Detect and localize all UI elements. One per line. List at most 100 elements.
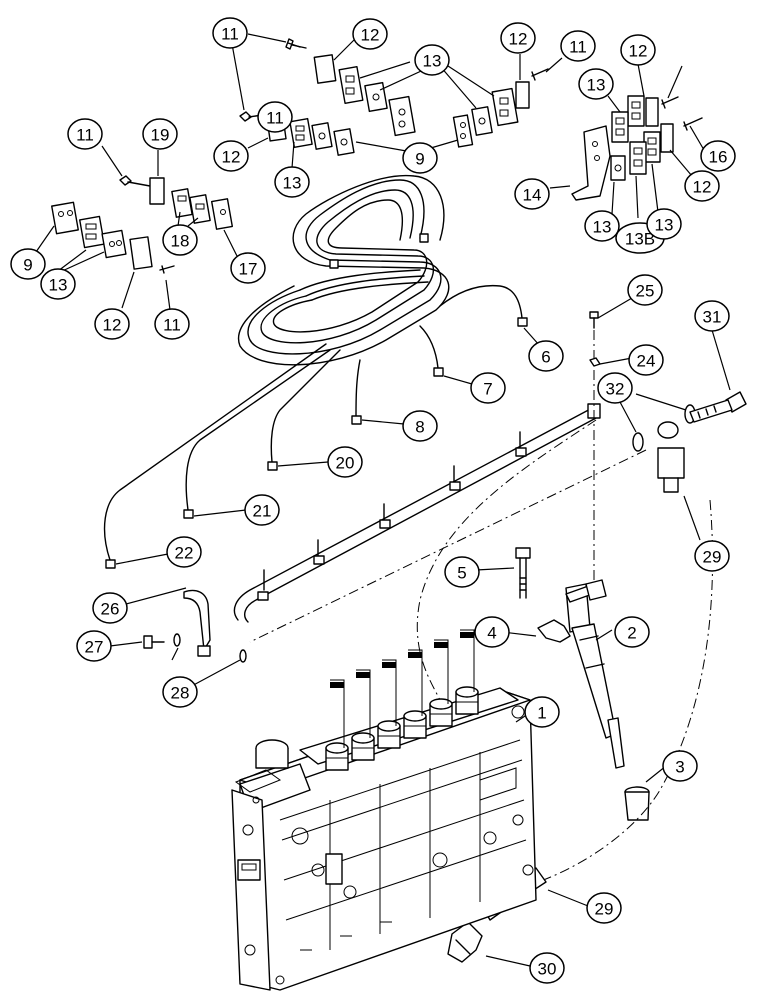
callout-label: 17 <box>239 260 258 279</box>
callout-circle <box>142 118 178 150</box>
washer-part-28-b <box>239 649 247 663</box>
callout-13: 13 <box>414 44 450 76</box>
callout-circle <box>414 44 450 76</box>
callout-label: 9 <box>415 150 424 169</box>
callout-label: 13B <box>625 230 655 249</box>
fuel-return-line-part-26 <box>183 403 601 657</box>
callout-circle <box>244 494 280 526</box>
callout-8: 8 <box>402 410 438 442</box>
callout-circle <box>162 224 198 256</box>
callout-29: 29 <box>586 892 622 924</box>
callout-label: 20 <box>336 454 355 473</box>
callout-circle <box>694 540 730 572</box>
clamp-plate-12-d <box>645 97 659 127</box>
callout-22: 22 <box>166 536 202 568</box>
callout-12: 12 <box>213 140 249 172</box>
bolt-part-11-right <box>531 68 549 81</box>
callout-circle <box>627 274 663 306</box>
clamp-block-13-f <box>311 122 333 150</box>
callout-label: 29 <box>703 548 722 567</box>
callout-circle <box>327 446 363 478</box>
clamp-plate-12-f <box>129 236 153 270</box>
callout-label: 11 <box>569 38 587 57</box>
callout-13: 13 <box>578 68 614 100</box>
callout-circle <box>94 308 130 340</box>
bolt-part-16 <box>683 117 703 131</box>
callout-label: 12 <box>629 42 648 61</box>
callout-label: 12 <box>693 178 712 197</box>
callout-label: 3 <box>675 758 684 777</box>
callout-16: 16 <box>700 140 736 172</box>
banjo-fitting-part-29-top <box>657 421 685 493</box>
callout-circle <box>257 101 293 133</box>
callout-circle <box>584 210 620 242</box>
clamp-block-9-left <box>51 201 79 235</box>
delivery-valve-holders <box>325 629 479 771</box>
nozzle-sleeve-part-3 <box>624 786 650 821</box>
clamp-block-13B <box>629 141 647 175</box>
callout-label: 32 <box>606 380 625 399</box>
clamp-block-13-a <box>338 65 364 105</box>
callout-27: 27 <box>76 630 112 662</box>
callout-label: 16 <box>709 148 728 167</box>
callout-label: 11 <box>76 126 94 145</box>
callout-14: 14 <box>514 178 550 210</box>
clamp-block-13-h <box>611 111 629 143</box>
callout-12: 12 <box>500 22 536 54</box>
callout-9: 9 <box>10 248 46 280</box>
callout-13: 13 <box>274 166 310 198</box>
callout-label: 4 <box>487 624 496 643</box>
callout-circle <box>230 252 266 284</box>
callout-label: 13 <box>49 276 68 295</box>
callout-circle <box>166 536 202 568</box>
callout-18: 18 <box>162 224 198 256</box>
callout-label: 11 <box>266 109 284 128</box>
callout-label: 31 <box>703 308 722 327</box>
callout-circle <box>578 68 614 100</box>
callout-label: 7 <box>483 380 492 399</box>
callout-circle <box>154 308 190 340</box>
callout-label: 25 <box>636 282 655 301</box>
callout-12: 12 <box>352 18 388 50</box>
callout-label: 2 <box>627 624 636 643</box>
banjo-bolt-part-27 <box>143 635 165 649</box>
callout-circle <box>684 170 720 202</box>
callout-circle <box>514 178 550 210</box>
callout-label: 26 <box>101 600 120 619</box>
return-hose-path <box>509 499 714 891</box>
callout-circle <box>560 30 596 62</box>
callout-circle <box>444 556 480 588</box>
callout-label: 13 <box>423 52 442 71</box>
callout-label: 6 <box>541 348 550 367</box>
bolt-part-11-lower-left <box>159 265 175 274</box>
clamp-block-18-b <box>189 194 211 224</box>
callout-1: 1 <box>524 696 560 728</box>
callout-7: 7 <box>470 372 506 404</box>
callout-13: 13 <box>584 210 620 242</box>
callout-circle <box>524 696 560 728</box>
callout-circle <box>212 17 248 49</box>
hold-down-bolt-part-5 <box>515 547 531 599</box>
banjo-bolt-part-31 <box>689 391 747 423</box>
callout-label: 13 <box>587 76 606 95</box>
callout-circle <box>470 372 506 404</box>
callout-label: 8 <box>415 418 424 437</box>
callout-11: 11 <box>212 17 248 49</box>
washer-part-28-a <box>173 633 181 647</box>
clamp-plate-17 <box>210 198 234 230</box>
callout-12: 12 <box>620 34 656 66</box>
washer-part-32-a <box>632 432 644 452</box>
callout-11: 11 <box>154 308 190 340</box>
callout-4: 4 <box>474 616 510 648</box>
callout-label: 28 <box>171 684 190 703</box>
callout-circle <box>700 140 736 172</box>
callout-31: 31 <box>694 300 730 332</box>
callout-13: 13 <box>646 208 682 240</box>
callout-25: 25 <box>627 274 663 306</box>
clamp-block-18-a <box>171 188 193 218</box>
injector-clamp-part-4 <box>537 619 571 643</box>
callout-label: 24 <box>637 352 656 371</box>
callout-19: 19 <box>142 118 178 150</box>
clamp-plate-12-a <box>313 54 337 84</box>
callout-11: 11 <box>67 118 103 150</box>
